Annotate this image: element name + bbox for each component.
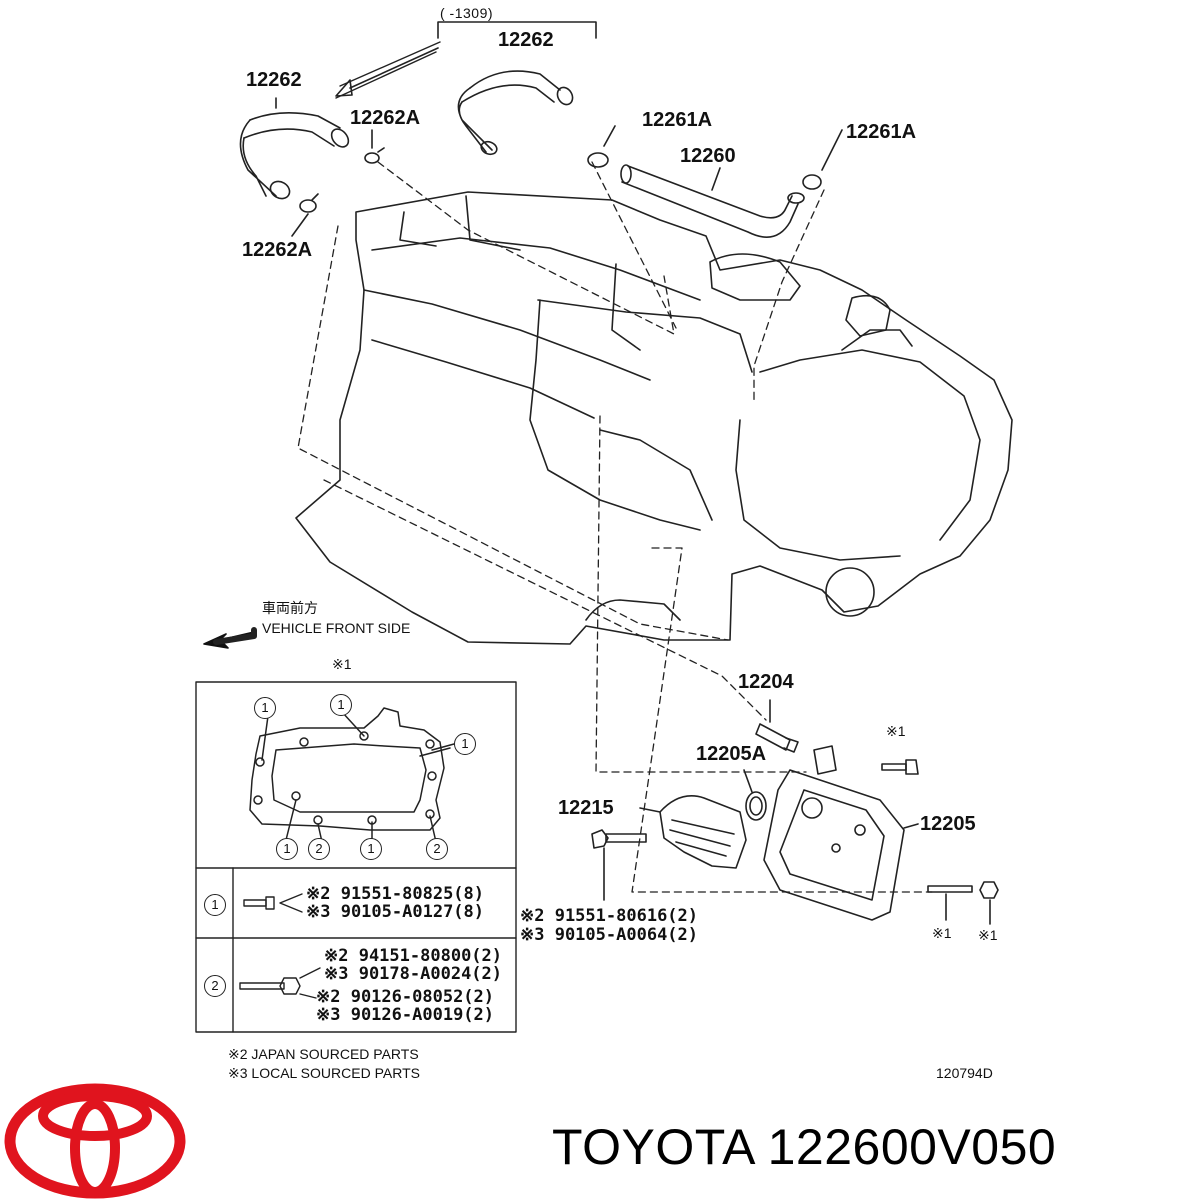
bolt-icon-row1 xyxy=(243,893,303,913)
label-12262-top: 12262 xyxy=(498,29,554,51)
dash-line-4 xyxy=(753,189,825,401)
gasket-callout-2a: 2 xyxy=(308,838,330,860)
label-12205A: 12205A xyxy=(696,743,767,765)
footnote-japan: ※2 JAPAN SOURCED PARTS xyxy=(228,1046,419,1062)
stud-note-marker: ※1 xyxy=(932,925,952,941)
table-row2-index: 2 xyxy=(204,975,226,997)
separator-12215 xyxy=(639,795,747,869)
gasket-callout-1c: 1 xyxy=(454,733,476,755)
table-row2-line4: ※3 90126-A0019(2) xyxy=(316,1005,495,1025)
range-bracket xyxy=(437,21,597,39)
bolt-note-marker: ※1 xyxy=(886,723,906,739)
label-12260: 12260 xyxy=(680,145,736,167)
nut-note-marker: ※1 xyxy=(978,927,998,943)
box-note-marker: ※1 xyxy=(332,656,352,672)
label-12262A-lower: 12262A xyxy=(242,239,313,261)
gasket-drawing xyxy=(249,707,455,843)
dash-line-3 xyxy=(591,161,677,329)
label-12215: 12215 xyxy=(558,797,614,819)
label-12262A-upper: 12262A xyxy=(350,107,421,129)
table-row2-line2: ※3 90178-A0024(2) xyxy=(324,964,503,984)
hardware-right xyxy=(881,759,999,925)
table-row1-index: 1 xyxy=(204,894,226,916)
gasket-detail-box xyxy=(195,681,517,1033)
oring-12205A xyxy=(745,791,767,821)
direction-en: VEHICLE FRONT SIDE xyxy=(262,620,411,636)
label-12204: 12204 xyxy=(738,671,794,693)
bolt-part-line2: ※3 90105-A0064(2) xyxy=(520,925,699,945)
label-12205: 12205 xyxy=(920,813,976,835)
stud-icon-row2 xyxy=(239,967,321,999)
table-row2-line1: ※2 94151-80800(2) xyxy=(324,946,503,966)
label-12262-left: 12262 xyxy=(246,69,302,91)
supersession-arrow xyxy=(335,47,439,97)
label-12261A-right: 12261A xyxy=(846,121,917,143)
range-note: ( -1309) xyxy=(440,5,494,21)
gasket-callout-2b: 2 xyxy=(426,838,448,860)
gasket-callout-1a: 1 xyxy=(254,697,276,719)
hose-12260 xyxy=(620,164,805,238)
dash-line-2 xyxy=(377,161,675,335)
illustration-code: 120794D xyxy=(936,1065,993,1081)
hose-12262-old xyxy=(239,112,350,200)
clamp-12262A-upper xyxy=(364,152,380,164)
clamp-12262A-lower xyxy=(299,199,317,213)
clamp-12261A-left xyxy=(587,152,609,168)
hose-12262-new xyxy=(457,70,574,156)
footnote-local: ※3 LOCAL SOURCED PARTS xyxy=(228,1065,420,1081)
pcv-valve-12204 xyxy=(755,699,799,753)
engine-assembly xyxy=(295,191,1013,645)
dash-line-1 xyxy=(297,225,729,641)
brand-part-number: TOYOTA 122600V050 xyxy=(552,1119,1057,1175)
table-row2-line3: ※2 90126-08052(2) xyxy=(316,987,495,1007)
cover-12205 xyxy=(763,745,919,921)
dash-line-5 xyxy=(323,479,767,721)
table-row1-line2: ※3 90105-A0127(8) xyxy=(306,902,485,922)
table-row1-line1: ※2 91551-80825(8) xyxy=(306,884,485,904)
bolt-part-line1: ※2 91551-80616(2) xyxy=(520,906,699,926)
gasket-callout-1b: 1 xyxy=(330,694,352,716)
label-12261A-left: 12261A xyxy=(642,109,713,131)
clamp-12261A-right xyxy=(802,174,822,190)
gasket-callout-1e: 1 xyxy=(360,838,382,860)
toyota-logo-icon xyxy=(4,1083,186,1199)
bolt-12215 xyxy=(591,829,647,901)
direction-jp: 車両前方 xyxy=(262,600,318,616)
gasket-callout-1d: 1 xyxy=(276,838,298,860)
dash-line-6 xyxy=(595,415,807,773)
